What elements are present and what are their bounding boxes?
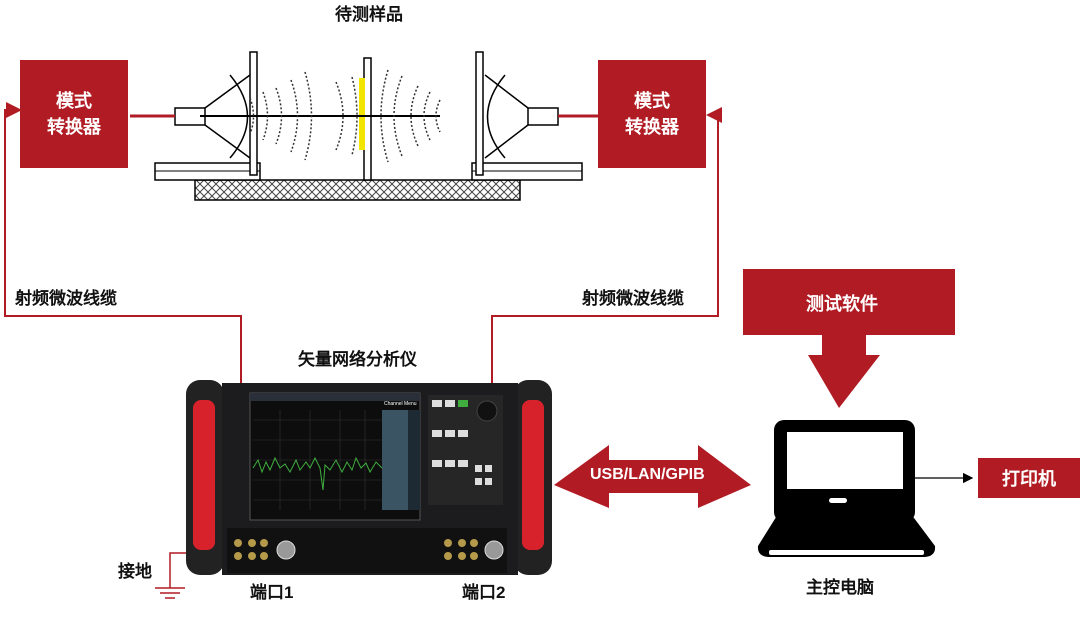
port1-label: 端口1 [250, 583, 294, 602]
mode-converter-right-line2: 转换器 [625, 117, 679, 137]
vna-screen-menu-title: Channel Menu [384, 401, 417, 407]
mode-converter-left: 模式转换器 [20, 60, 128, 168]
mode-converter-right: 模式转换器 [598, 60, 706, 168]
sample-title: 待测样品 [335, 5, 403, 24]
pc-label: 主控电脑 [806, 578, 874, 597]
interface-label: USB/LAN/GPIB [590, 466, 705, 483]
mode-converter-left-line1: 模式 [56, 91, 92, 111]
vna-instrument [186, 380, 552, 575]
test-fixture [154, 51, 583, 201]
software-down-arrow [743, 269, 955, 408]
printer-box: 打印机 [978, 458, 1080, 498]
ground-label: 接地 [118, 562, 152, 581]
cable-label-right: 射频微波线缆 [582, 289, 684, 308]
interface-double-arrow [554, 445, 751, 508]
cable-label-left: 射频微波线缆 [15, 289, 117, 308]
printer-label: 打印机 [1002, 469, 1056, 489]
laptop-icon [757, 420, 936, 557]
vna-title: 矢量网络分析仪 [298, 350, 417, 369]
port2-label: 端口2 [462, 583, 506, 602]
software-label: 测试软件 [806, 294, 878, 314]
mode-converter-right-line1: 模式 [634, 91, 670, 111]
mode-converter-left-line2: 转换器 [47, 117, 101, 137]
